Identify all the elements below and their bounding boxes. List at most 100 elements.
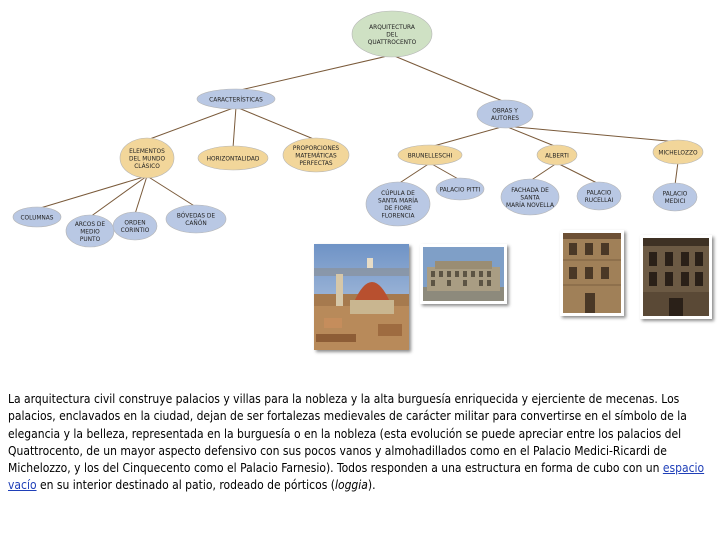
edge-caracteristicas-horizontalidad [232, 106, 237, 149]
edge-michelozzo-medici [674, 161, 679, 186]
node-fachada-label: FACHADA DE [511, 186, 549, 194]
palazzo-medici-photo [640, 235, 712, 319]
edge-alberti-fachada [529, 162, 558, 182]
node-orden-shape [112, 211, 158, 241]
node-medici-shape [652, 182, 698, 212]
node-michelozzo: MICHELOZZO [652, 139, 704, 165]
node-alberti: ALBERTI [536, 144, 578, 166]
node-cupula-label: SANTA MARÍA [378, 196, 418, 205]
edge-elementos-columnas [36, 175, 148, 210]
paragraph-text-3: ). [367, 478, 376, 493]
node-bovedas-label: BÓVEDAS DE [177, 211, 216, 220]
node-root-label: DEL [386, 30, 398, 38]
node-michelozzo-label: MICHELOZZO [658, 148, 698, 156]
node-columnas: COLUMNAS [12, 206, 62, 228]
node-alberti-shape [536, 144, 578, 166]
node-caracteristicas-label: CARACTERÍSTICAS [209, 94, 263, 103]
cathedral-dome-photo [314, 244, 409, 350]
edge-obras-brunelleschi [429, 125, 506, 148]
node-elementos-shape [119, 137, 175, 179]
edge-caracteristicas-proporciones [235, 106, 317, 141]
node-proporciones-label: MATEMÁTICAS [295, 150, 337, 159]
palazzo-rucellai-photo [560, 230, 624, 316]
concept-map-edges [36, 54, 679, 218]
node-medici-label: PALACIO [663, 190, 688, 198]
node-horizontalidad-label: HORIZONTALIDAD [207, 154, 260, 162]
node-michelozzo-shape [652, 139, 704, 165]
node-orden-label: CORINTIO [121, 226, 150, 234]
body-paragraph: La arquitectura civil construye palacios… [8, 391, 712, 495]
node-brunelleschi-label: BRUNELLESCHI [408, 151, 453, 159]
edge-obras-michelozzo [504, 125, 679, 143]
node-arcos-shape [65, 214, 115, 248]
node-alberti-label: ALBERTI [545, 151, 569, 159]
node-pitti: PALACIO PITTI [435, 177, 485, 201]
node-horizontalidad-shape [197, 145, 269, 171]
node-arcos-label: MEDIO [80, 227, 100, 235]
node-elementos-label: ELEMENTOS [129, 147, 165, 155]
node-columnas-shape [12, 206, 62, 228]
espacio-vacio-link[interactable]: espacio vacío [8, 461, 705, 493]
node-elementos-label: DEL MUNDO [129, 154, 166, 162]
node-fachada-shape [500, 178, 560, 216]
edge-elementos-bovedas [146, 175, 197, 208]
node-obras-shape [476, 99, 534, 129]
node-bovedas-label: CAÑÓN [185, 218, 206, 227]
edge-alberti-rucellai [556, 162, 600, 185]
edge-elementos-orden [134, 175, 148, 215]
node-elementos-label: CLÁSICO [134, 161, 160, 170]
node-medici-label: MEDICI [665, 197, 686, 205]
node-cupula-shape [365, 181, 431, 227]
node-root-shape [351, 10, 433, 58]
node-proporciones-shape [282, 137, 350, 173]
node-proporciones-label: PROPORCIONES [293, 144, 340, 152]
paragraph-text-2: en su interior destinado al patio, rodea… [39, 478, 335, 493]
node-fachada-label: SANTA [520, 193, 539, 201]
edge-obras-alberti [504, 125, 558, 148]
edge-brunelleschi-cupula [397, 162, 431, 185]
node-cupula-label: DE FIORE [384, 204, 412, 212]
node-arcos-label: PUNTO [80, 235, 101, 243]
edge-elementos-arcos [89, 175, 148, 218]
loggia-italic: loggia [334, 478, 368, 493]
node-columnas-label: COLUMNAS [20, 213, 53, 221]
edge-caracteristicas-elementos [146, 106, 237, 141]
node-horizontalidad: HORIZONTALIDAD [197, 145, 269, 171]
node-arcos-label: ARCOS DE [75, 220, 105, 228]
palazzo-pitti-photo [420, 244, 507, 304]
node-caracteristicas-shape [196, 88, 276, 110]
paragraph-text-1: La arquitectura civil construye palacios… [8, 392, 687, 476]
edge-root-obras [391, 54, 506, 103]
node-brunelleschi-shape [397, 144, 463, 166]
node-pitti-label: PALACIO PITTI [440, 185, 481, 193]
node-caracteristicas: CARACTERÍSTICAS [196, 88, 276, 110]
node-rucellai-label: RUCELLAI [585, 196, 614, 204]
node-root-label: QUATTROCENTO [368, 38, 417, 46]
node-orden-label: ORDEN [124, 219, 145, 227]
node-proporciones-label: PERFECTAS [299, 159, 332, 167]
node-rucellai-label: PALACIO [587, 189, 612, 197]
edge-brunelleschi-pitti [429, 162, 461, 181]
node-fachada-label: MARÍA NOVELLA [506, 200, 554, 209]
node-brunelleschi: BRUNELLESCHI [397, 144, 463, 166]
node-root-label: ARQUITECTURA [369, 23, 415, 31]
node-bovedas-shape [165, 204, 227, 234]
node-cupula-label: CÚPULA DE [381, 188, 415, 197]
edge-root-caracteristicas [235, 54, 393, 92]
node-obras-label: OBRAS Y [492, 107, 518, 115]
node-rucellai-shape [576, 181, 622, 211]
node-pitti-shape [435, 177, 485, 201]
node-obras-label: AUTORES [491, 114, 519, 122]
